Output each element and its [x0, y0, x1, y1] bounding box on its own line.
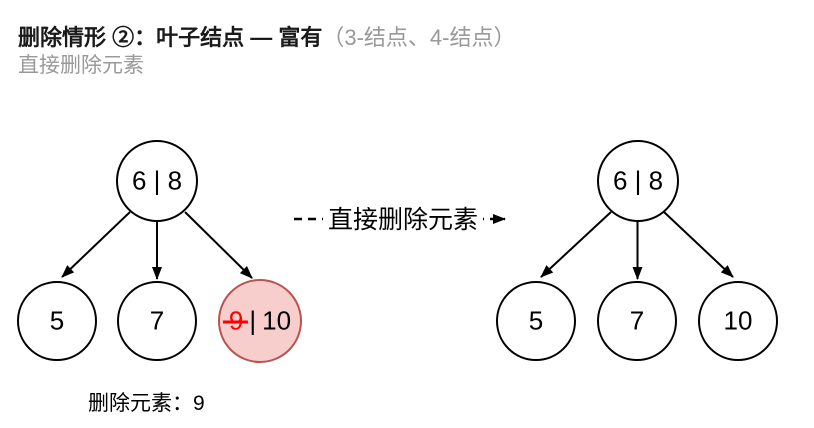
left-highlight-node-label: 9|10 [222, 305, 292, 337]
right-child-5-circle [496, 281, 576, 361]
right-child-5-label: 5 [528, 305, 544, 336]
deleted-value-strikethrough: 9 [222, 305, 250, 336]
transition-label: 直接删除元素 [322, 200, 484, 236]
kept-value: 10 [262, 305, 292, 336]
right-edge-root-to-5 [540, 211, 612, 278]
right-child-10-circle [698, 281, 778, 361]
right-child-7-circle [597, 281, 677, 361]
left-child-5-circle [17, 281, 97, 361]
left-child-7-circle [117, 281, 197, 361]
left-child-7-label: 7 [149, 305, 165, 336]
page-subtitle: 直接删除元素 [18, 54, 144, 77]
right-child-10-label: 10 [723, 305, 753, 336]
right-root-node-label: 6 | 8 [612, 165, 664, 196]
page-title-main: 删除情形 ②：叶子结点 — 富有 [18, 25, 323, 50]
left-edge-root-to-5 [61, 211, 131, 278]
left-edge-root-to-highlight [184, 211, 253, 279]
node-value-separator: | [249, 305, 257, 336]
header: 删除情形 ②：叶子结点 — 富有（3-结点、4-结点） 直接删除元素 [18, 24, 515, 79]
page-title-note: （3-结点、4-结点） [322, 25, 516, 50]
right-edge-root-to-10 [663, 211, 734, 278]
page-title: 删除情形 ②：叶子结点 — 富有（3-结点、4-结点） [18, 24, 515, 52]
left-child-5-label: 5 [49, 305, 65, 336]
right-child-7-label: 7 [629, 305, 645, 336]
left-highlight-node-circle [218, 279, 302, 363]
deleted-element-annotation: 删除元素：9 [88, 392, 205, 415]
left-root-node-label: 6 | 8 [131, 165, 183, 196]
